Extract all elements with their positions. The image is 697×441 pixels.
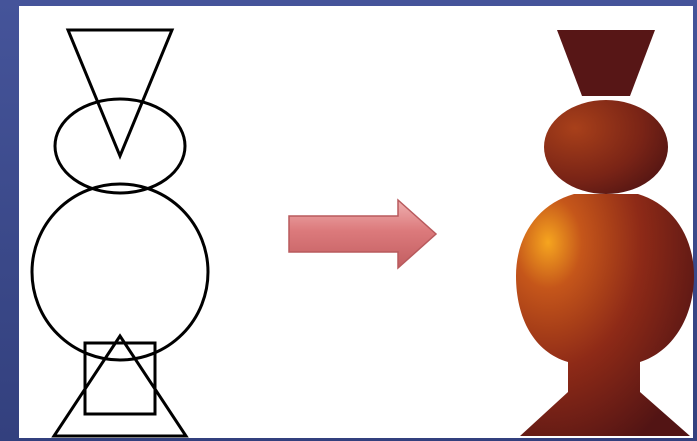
filled-head: [544, 100, 668, 194]
square-shape: [85, 343, 155, 414]
transform-arrow: [289, 200, 436, 268]
filled-body: [516, 194, 694, 436]
small-ellipse-shape: [55, 99, 185, 193]
outline-figure: [32, 30, 208, 436]
arrow-shape: [289, 200, 436, 268]
upright-triangle-shape: [54, 336, 186, 436]
inverted-triangle-shape: [68, 30, 172, 156]
filled-figure: [516, 30, 694, 436]
filled-top-trapezoid: [557, 30, 655, 96]
